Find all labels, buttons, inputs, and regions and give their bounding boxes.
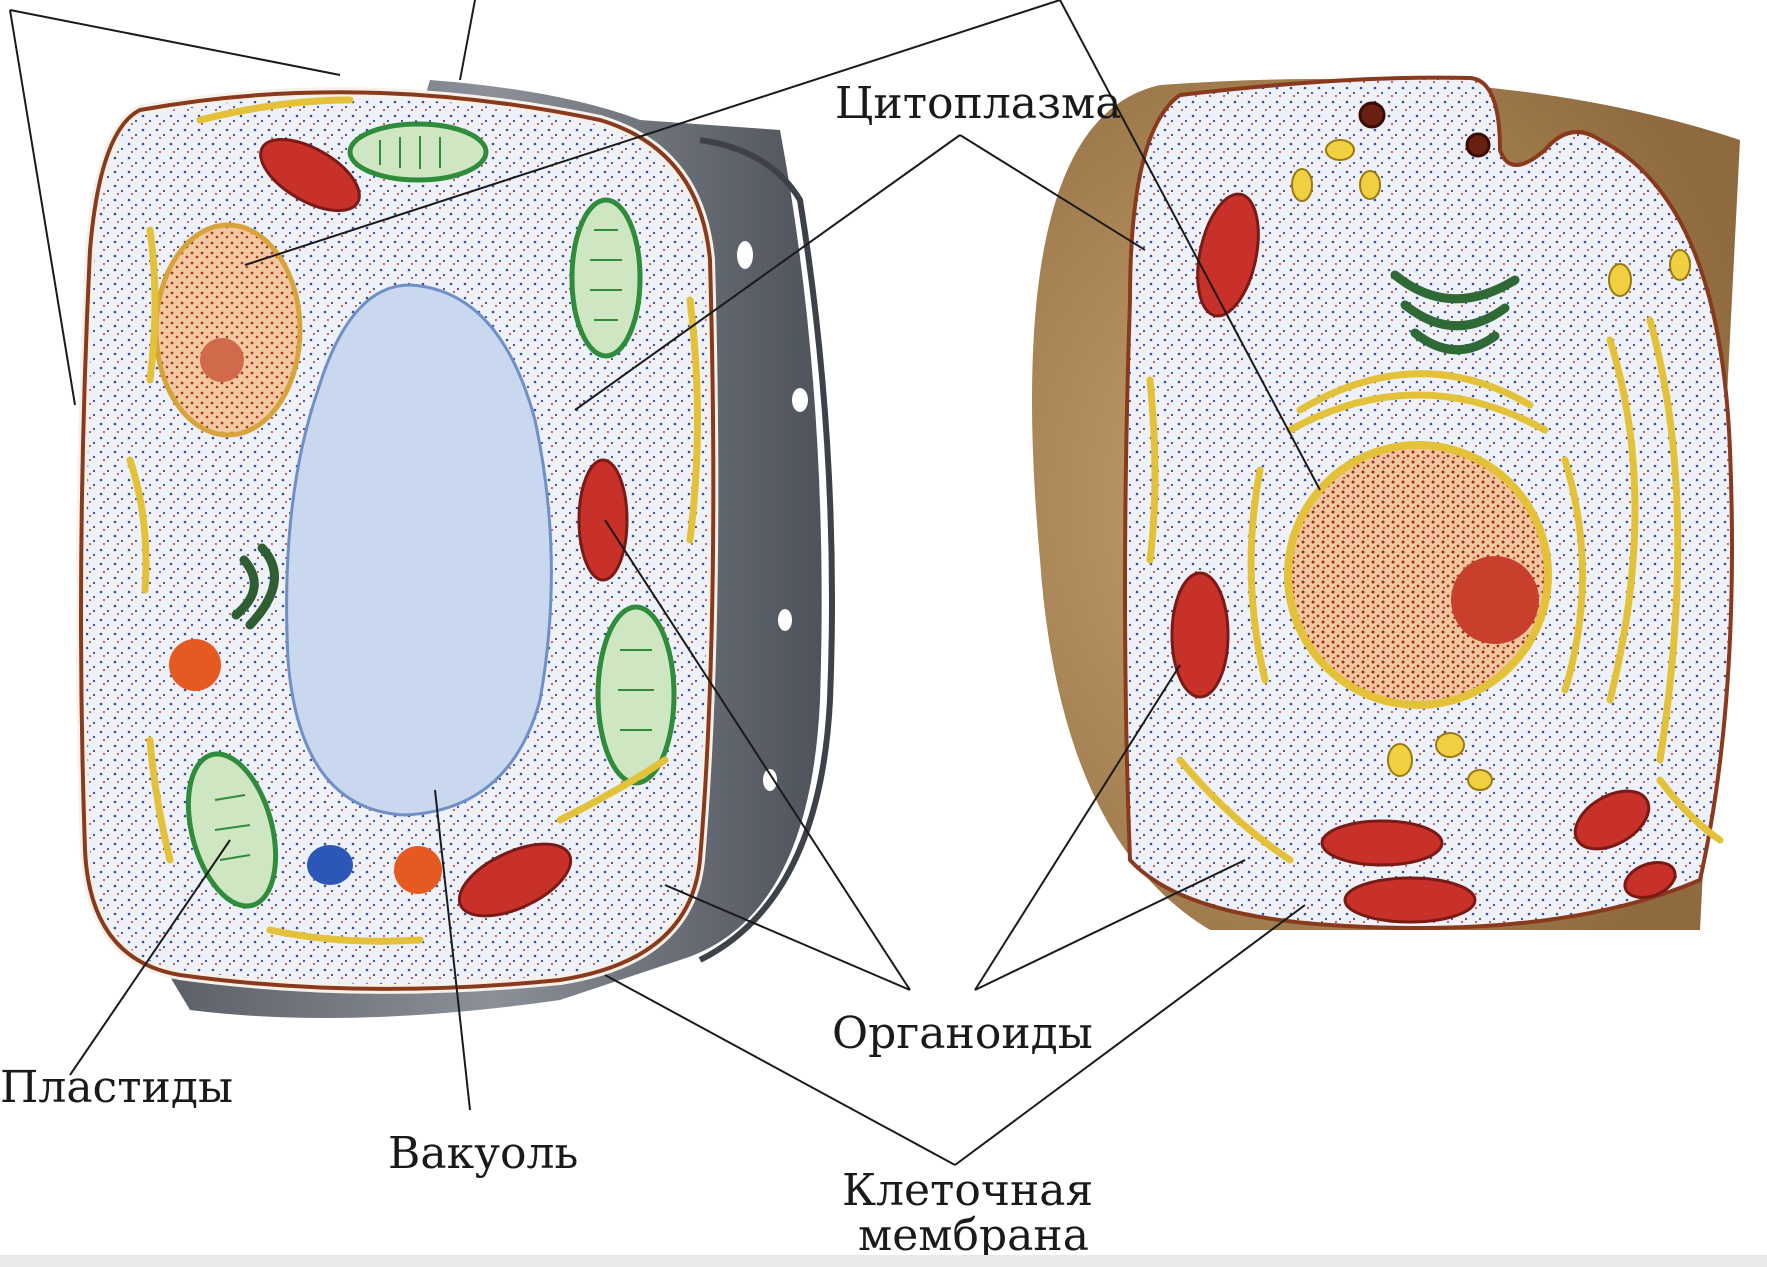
vacuole [287, 285, 552, 815]
plant-nucleolus [200, 338, 244, 382]
label-organoids: Органоиды [832, 1008, 1093, 1059]
plant-nucleus [156, 225, 300, 435]
label-membrane-line2: мембрана [858, 1210, 1089, 1261]
bottom-strip [0, 1255, 1767, 1267]
label-plastids: Пластиды [0, 1062, 233, 1113]
animal-lysosome-2 [1467, 134, 1489, 156]
label-vacuole: Вакуоль [388, 1128, 578, 1179]
animal-lysosome [1360, 103, 1384, 127]
animal-cell [1032, 78, 1740, 930]
label-membrane-line1: Клеточная [842, 1165, 1093, 1216]
animal-nucleolus [1451, 556, 1539, 644]
label-cytoplasm: Цитоплазма [835, 78, 1122, 129]
